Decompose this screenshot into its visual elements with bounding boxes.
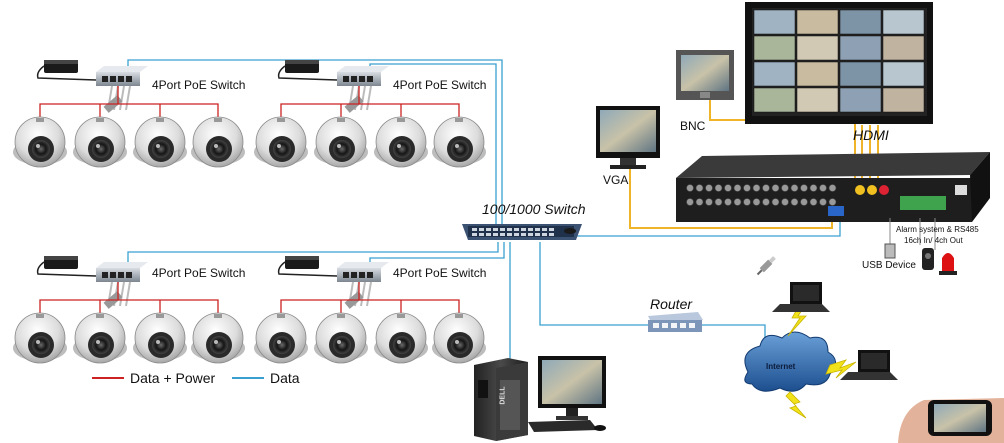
internet-cloud-icon (744, 331, 836, 392)
laptop-icon (772, 282, 830, 312)
dome-camera-icon (432, 116, 486, 168)
poe-group-2 (254, 60, 486, 168)
dome-camera-icon (133, 116, 187, 168)
poe-switch-label-3: 4Port PoE Switch (152, 266, 246, 280)
power-adapter-icon (36, 60, 97, 81)
dome-camera-icon (314, 116, 368, 168)
poe-switch-icon[interactable] (337, 262, 389, 282)
desktop-pc-icon (474, 358, 528, 441)
internet-label: Internet (766, 362, 796, 371)
alarm-label-2: 16ch In/ 4ch Out (904, 236, 963, 245)
poe-group-1 (13, 60, 245, 168)
dome-camera-icon (374, 312, 428, 364)
power-adapter-icon (36, 256, 97, 277)
smartphone-icon (898, 398, 1004, 443)
main-switch-label: 100/1000 Switch (482, 201, 586, 217)
usb-plug-icon (756, 256, 776, 276)
dome-camera-icon (133, 312, 187, 364)
poe-camera-groups (13, 60, 486, 364)
nvr-recorder-icon[interactable] (676, 152, 990, 222)
dome-camera-icon (432, 312, 486, 364)
alarm-siren-icon (939, 253, 957, 275)
legend-data-power-label: Data + Power (130, 370, 216, 386)
dome-camera-icon (191, 116, 245, 168)
poe-switch-icon[interactable] (337, 66, 389, 86)
dome-camera-icon (254, 116, 308, 168)
poe-group-3 (13, 256, 245, 364)
bnc-monitor-icon (676, 50, 734, 100)
vga-monitor-icon (596, 106, 660, 169)
power-adapter-icon (277, 256, 338, 277)
peripheral-wires (889, 218, 936, 250)
dome-camera-icon (254, 312, 308, 364)
usb-device-label: USB Device (862, 260, 916, 271)
dome-camera-icon (191, 312, 245, 364)
router-label: Router (650, 296, 693, 312)
hdmi-monitor-icon (745, 2, 933, 124)
laptop-icon-2 (840, 350, 898, 380)
motion-sensor-icon (922, 248, 934, 270)
data-line-bottom-right (369, 242, 505, 265)
poe-switch-icon[interactable] (96, 66, 148, 86)
pc-monitor-icon (528, 356, 606, 432)
legend-data-label: Data (270, 370, 300, 386)
router-icon[interactable] (648, 312, 703, 332)
dome-camera-icon (374, 116, 428, 168)
vga-label: VGA (603, 173, 629, 187)
alarm-label-1: Alarm system & RS485 (896, 225, 979, 234)
data-line-internet (700, 324, 766, 350)
main-switch[interactable] (462, 224, 582, 240)
dome-camera-icon (13, 116, 67, 168)
pc-brand-label: DELL (499, 386, 507, 405)
bnc-label: BNC (680, 119, 706, 133)
poe-switch-label-2: 4Port PoE Switch (393, 78, 487, 92)
dome-camera-icon (73, 312, 127, 364)
poe-group-4 (254, 256, 486, 364)
data-line-bottom-left (127, 242, 499, 265)
poe-switch-label-1: 4Port PoE Switch (152, 78, 246, 92)
poe-switch-label-4: 4Port PoE Switch (393, 266, 487, 280)
usb-icon (884, 243, 896, 259)
data-line-router (539, 242, 650, 326)
poe-switch-icon[interactable] (96, 262, 148, 282)
dome-camera-icon (314, 312, 368, 364)
hdmi-label: HDMI (853, 127, 889, 143)
power-adapter-icon (277, 60, 338, 81)
dome-camera-icon (73, 116, 127, 168)
dome-camera-icon (13, 312, 67, 364)
